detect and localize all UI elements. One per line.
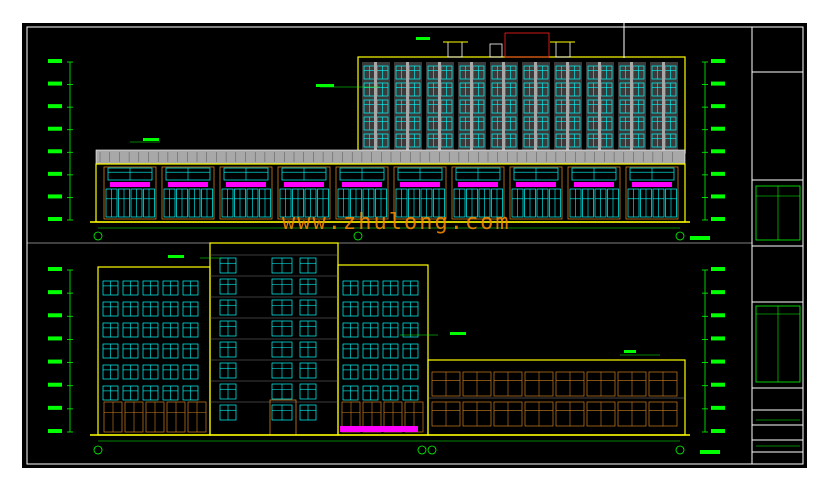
signage-band (458, 182, 498, 187)
level-label-mark (48, 104, 62, 109)
drawing-title-mark (690, 236, 710, 240)
pier (438, 62, 441, 150)
level-label-mark (711, 104, 725, 109)
pier (630, 62, 633, 150)
level-label-mark (711, 359, 725, 364)
upper-elevation (48, 32, 725, 241)
level-label-mark (711, 194, 725, 199)
level-label-mark (48, 290, 62, 295)
shop-frame (277, 166, 331, 220)
level-label-mark (48, 405, 62, 410)
level-label-mark (711, 336, 725, 341)
shop-frame (219, 166, 273, 220)
drawing-title-mark (700, 450, 720, 454)
pier (534, 62, 537, 150)
signage-band (168, 182, 208, 187)
level-label-mark (48, 382, 62, 387)
annotation-mark (624, 350, 636, 353)
axis-bubble (93, 445, 103, 455)
level-label-mark (711, 382, 725, 387)
level-label-mark (711, 81, 725, 86)
level-label-mark (48, 126, 62, 131)
shop-frame (335, 166, 389, 220)
lower-elevation (48, 242, 725, 455)
title-block (751, 27, 803, 464)
axis-bubble (675, 445, 685, 455)
pier (406, 62, 409, 150)
level-label-mark (48, 429, 62, 433)
axis-bubble (353, 231, 363, 241)
signage-band (342, 182, 382, 187)
entrance-canopy (340, 426, 418, 432)
level-label-mark (48, 149, 62, 154)
axis-bubble (93, 231, 103, 241)
shop-frame (103, 166, 157, 220)
axis-bubble (427, 445, 437, 455)
pier (662, 62, 665, 150)
annotation-mark (416, 37, 430, 40)
signage-band (574, 182, 614, 187)
axis-bubble (675, 231, 685, 241)
level-label-mark (711, 217, 725, 221)
pier (374, 62, 377, 150)
level-label-mark (711, 59, 725, 63)
pier (502, 62, 505, 150)
level-label-mark (711, 267, 725, 271)
signage-band (400, 182, 440, 187)
podium-parapet (95, 149, 686, 165)
watermark-text: www.zhulong.com (282, 210, 511, 235)
annotation-mark (143, 138, 159, 141)
level-label-mark (48, 359, 62, 364)
pier (598, 62, 601, 150)
shop-frame (451, 166, 505, 220)
signage-band (226, 182, 266, 187)
level-label-mark (48, 59, 62, 63)
level-label-mark (48, 194, 62, 199)
signage-band (516, 182, 556, 187)
roof-structure (489, 43, 503, 58)
level-label-mark (48, 267, 62, 271)
level-label-mark (711, 171, 725, 176)
level-label-mark (711, 313, 725, 318)
axis-bubble (417, 445, 427, 455)
level-label-mark (48, 217, 62, 221)
level-label-mark (711, 429, 725, 433)
shop-frame (567, 166, 621, 220)
pier (566, 62, 569, 150)
shop-frame (393, 166, 447, 220)
annotation-mark (316, 84, 334, 87)
annotation-mark (168, 255, 184, 258)
shop-frame (625, 166, 679, 220)
roof-structure-red (504, 32, 550, 58)
level-label-mark (48, 81, 62, 86)
level-label-mark (48, 313, 62, 318)
annotation-mark (450, 332, 466, 335)
level-label-mark (711, 290, 725, 295)
level-label-mark (48, 171, 62, 176)
level-label-mark (48, 336, 62, 341)
signage-band (632, 182, 672, 187)
signage-band (284, 182, 324, 187)
shop-frame (509, 166, 563, 220)
level-label-mark (711, 149, 725, 154)
level-label-mark (711, 405, 725, 410)
pier (470, 62, 473, 150)
level-label-mark (711, 126, 725, 131)
signage-band (110, 182, 150, 187)
shop-frame (161, 166, 215, 220)
